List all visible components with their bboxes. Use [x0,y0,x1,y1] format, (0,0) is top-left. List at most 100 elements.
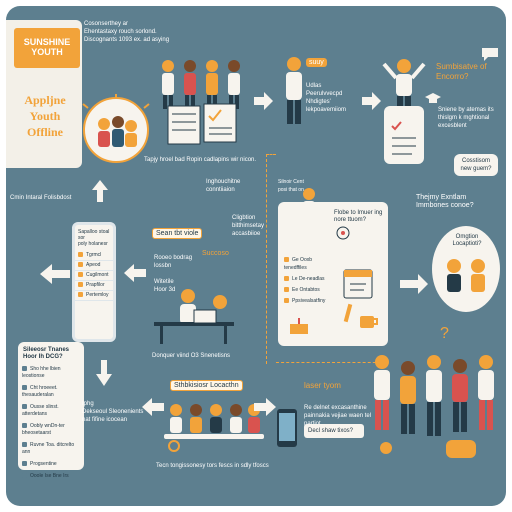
logo-line-1: SUNSHINE [23,37,71,47]
bullet-icon [22,461,27,467]
row1-right-text: Sniene by atemas its thislgm k mghtional… [438,107,494,129]
row1-badge: suuy [306,58,327,67]
row2-center-label: Cligbtion bitthimsetay accasbiioe [232,215,265,237]
row2-pill: Sean tbt viole [152,228,203,239]
bullet-icon [284,298,289,304]
row1-right-question: Cosstisom new guem? [454,154,498,176]
bullet-icon [22,423,27,429]
list-item-label: Ppsivealsatfiny [292,298,326,304]
brand-logo: SUNSHINE YOUTH [14,28,80,68]
graduation-cap-icon [425,93,441,103]
arrow-right-icon [254,92,273,110]
row2-card-title: Silnoir Cent posi that on [278,179,304,193]
coffee-cup-icon [360,316,378,328]
list-item-label: Tgrmcl [86,252,102,258]
row2-success: Succoso [202,250,229,257]
students-with-checklists-illustration [162,60,240,145]
bullet-icon [78,282,83,288]
page-title: Appljne Youth Offline [24,93,66,139]
list-item: Cht hroeeet. thesauderalan [22,385,80,399]
checklist-card-title: Sileeosr Tnanes Hoor Ih DCG? [23,347,70,360]
arrow-right-icon [254,398,276,416]
arrow-left-icon [142,398,164,416]
question-mark-icon: ? [440,325,449,342]
questioning-kids-illustration [447,259,485,292]
list-item: Tgrmcl [75,251,113,261]
list-item: Pertemloy [75,291,113,301]
row1-caption: Tapjy hroel bad Ropin cadlapins wir nico… [144,157,257,163]
list-item-label: Sho hhe lbien leostionse [22,366,61,379]
list-item-label: Ousse slinst. atterdetans [22,404,59,417]
list-item: Ruvne Toa. ditcrelto ann [22,442,80,456]
list-item: Ooole Ise Bne Irs [22,473,80,480]
checklist-icon [391,121,416,155]
list-item-label: Oobly wnDn-ter bheosetaarst [22,423,65,436]
group-in-bulb-illustration [82,94,150,163]
arrow-left-icon [40,264,70,284]
row3-badge: Sthbkisiosr Locacthn [170,380,243,391]
list-item-label: Ooole Ise Bne Irs [30,473,69,479]
list-item-label: Pertemloy [86,292,109,298]
logo-line-2: YOUTH [31,47,63,57]
pencil-icon [343,303,353,323]
dashed-connector [276,362,386,363]
youth-crowd-illustration [374,355,494,458]
list-item: Ge Ooxb tenedffiles [284,256,336,272]
list-item-label: Cugilmont [86,272,109,278]
calendar-icon [343,269,373,299]
bullet-icon [78,292,83,298]
info-card-list: Ge Ooxb tenedffiles Le De-neadlas Ee Ontab… [284,256,336,308]
arrow-up-icon [92,180,108,202]
row1-right-title: Sumbisatve of Encorro? [436,62,487,81]
list-item: Sho hhe lbien leostionse [22,366,80,380]
list-item-label: Apeod [86,262,101,268]
list-item-label: Le De-neadlas [292,276,325,282]
team-meeting-illustration [164,404,264,452]
arrow-right-icon [362,92,381,110]
list-item: Progsentine [22,461,80,468]
row3-right-button[interactable]: Decl shaw tixos? [304,424,364,438]
bullet-icon [284,287,289,293]
phone-icon [277,409,297,447]
target-icon [336,226,350,240]
list-item: Prapfilor [75,281,113,291]
dashed-connector [266,154,276,364]
list-item-label: Cht hroeeet. thesauderalan [22,385,58,398]
bubble-text: Omgtion Locaptioti? [452,234,482,247]
bullet-icon [22,404,27,410]
row2-left-list: Rooeo bodrag lossbn Witetile Hoor 3d [154,255,193,293]
bullet-icon [22,442,27,448]
left-caption: Cmin Intaral Folisbdost [10,195,72,201]
row3-left-text: Iphg Dekseoul Sleonenients nat fifine ic… [82,401,144,423]
row2-right-text: Thejmy Exntlam Immbones conoe? [416,194,474,209]
list-item: Ousse slinst. atterdetans [22,404,80,418]
bullet-icon [284,276,289,282]
arrow-left-icon [124,264,146,282]
list-item: Le De-neadlas [284,275,336,283]
row1-mid-labels: Udlas Peerulvvecpd Nhdigtes' lekpoavemii… [306,83,347,113]
document-card [384,106,424,164]
chat-bubble-icon [482,48,498,61]
info-card-heading: Flobe to Imuer ing nore ttuom? [334,210,383,223]
tablet-title: Sapalloo stoal sor poly holanesr [78,229,110,247]
arrow-right-icon [400,274,428,294]
bullet-icon [284,257,289,263]
row3-right-title: laser tyom [304,381,341,390]
infographic-panel: SUNSHINE YOUTH Appljne Youth Offline Cmi… [6,6,506,506]
row3-center-caption: Tecn tongissonesy tors fescs in sdly tfo… [156,463,269,469]
list-item-label: Ee Ontabtos [292,287,320,293]
list-item: Apeod [75,261,113,271]
bullet-icon [78,252,83,258]
bullet-icon [22,366,27,372]
bullet-icon [22,473,27,479]
presenter-illustration [286,57,302,124]
bullet-icon [22,385,27,391]
list-item-label: Progsentine [30,461,57,467]
bullet-icon [78,272,83,278]
list-item: Ppsivealsatfiny [284,297,336,305]
list-item-label: Ruvne Toa. ditcrelto ann [22,442,75,455]
person-at-laptop-illustration [154,289,234,344]
list-item: Oobly wnDn-ter bheosetaarst [22,423,80,437]
bullet-icon [78,262,83,268]
